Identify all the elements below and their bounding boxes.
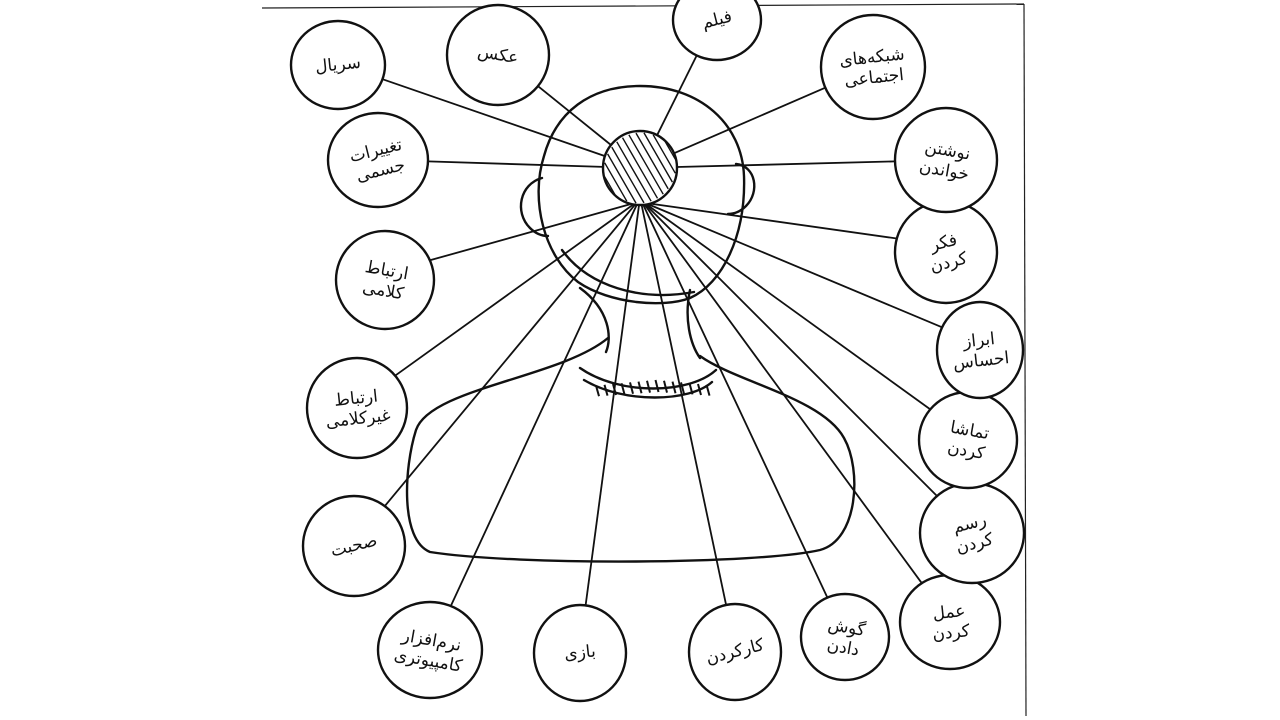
collar-hatching xyxy=(595,379,711,397)
collar-hatch-line xyxy=(705,384,711,396)
connector-body-changes xyxy=(427,160,604,168)
collar-hatch-line xyxy=(629,382,634,395)
bubble-computer: نرم‌افزارکامپیوتری xyxy=(376,600,484,700)
hub-hatch-line xyxy=(628,134,664,195)
bubble-listening: گوشدادن xyxy=(799,592,891,682)
bubble-label-thinking: فکرکردن xyxy=(923,228,970,276)
collar-hatch-line xyxy=(637,381,643,394)
bubble-read-write: نوشتنخواندن xyxy=(893,106,999,214)
right-ear xyxy=(726,162,756,216)
connector-tv-series xyxy=(382,78,606,157)
bubble-verbal: ارتباطکلامی xyxy=(334,229,436,331)
collar-hatch-line xyxy=(671,381,677,394)
bubble-work: کارکردن xyxy=(687,602,783,702)
hub-hatch-line xyxy=(604,176,616,195)
bubble-label-doing: عملکردن xyxy=(929,601,971,645)
bubble-outline-listening xyxy=(799,592,891,682)
connector-read-write xyxy=(676,160,896,168)
connector-games xyxy=(584,202,641,606)
bubble-label-social: شبکه‌هایاجتماعی xyxy=(838,44,907,91)
bubble-outline-social xyxy=(819,13,927,121)
hub-hatch-line xyxy=(652,134,676,174)
connector-computer xyxy=(449,202,639,607)
collar-band xyxy=(578,366,718,399)
bubble-movies: فیلم xyxy=(671,0,763,62)
bubble-outline-tv-series xyxy=(289,19,387,111)
bubble-doing: عملکردن xyxy=(898,573,1002,671)
hub-hatch-line xyxy=(604,162,628,202)
connector-drawing xyxy=(643,202,938,497)
collar-hatch-line xyxy=(688,382,694,395)
paper-right-edge xyxy=(1023,3,1027,717)
concept-bubbles: فیلم عکس سریال تغییراتجسمی ارتباطکلامی ارتباط… xyxy=(289,0,1026,703)
bubble-label-games: بازی xyxy=(563,641,596,664)
collar-hatch-line xyxy=(663,380,668,393)
collar-hatch-line xyxy=(646,380,651,393)
hub-hatch-line xyxy=(635,132,669,190)
bubble-outline-computer xyxy=(376,600,484,700)
bubble-outline-read-write xyxy=(893,106,999,214)
bubble-outline-nonverbal xyxy=(305,356,409,460)
collar-hatch-line xyxy=(595,385,600,397)
connector-speech xyxy=(384,202,638,507)
bubble-outline-photo xyxy=(445,3,551,107)
bubble-outline-work xyxy=(687,602,783,702)
collar-hatch-line xyxy=(654,379,660,393)
bubble-label-computer: نرم‌افزارکامپیوتری xyxy=(392,625,468,677)
bubble-outline-expressing xyxy=(935,300,1025,400)
connector-expressing xyxy=(644,202,943,329)
bubble-label-read-write: نوشتنخواندن xyxy=(918,137,974,185)
bubble-body-changes: تغییراتجسمی xyxy=(326,111,430,209)
bubble-outline-speech xyxy=(301,494,407,598)
connector-movies xyxy=(656,55,698,136)
bubble-label-verbal: ارتباطکلامی xyxy=(360,257,410,304)
bubble-label-tv-series: سریال xyxy=(314,53,362,78)
collar-hatch-line xyxy=(680,382,685,395)
paper-top-edge xyxy=(261,3,1025,9)
collar-hatch-line xyxy=(620,382,626,395)
neck-outline xyxy=(578,286,702,360)
connector-social xyxy=(673,86,826,155)
hub-hatch-line xyxy=(621,137,659,199)
connector-nonverbal xyxy=(394,202,636,377)
bubble-speech: صحبت xyxy=(301,494,407,598)
bubble-tv-series: سریال xyxy=(289,19,387,111)
connector-thinking xyxy=(645,202,897,240)
hub-hatch-line xyxy=(643,132,674,183)
bubble-outline-movies xyxy=(671,0,763,62)
torso-outline xyxy=(405,336,856,563)
connector-listening xyxy=(641,202,829,598)
hub-hatch-line xyxy=(664,141,676,160)
bubble-nonverbal: ارتباطغیرکلامی xyxy=(305,356,409,460)
person-silhouette xyxy=(405,84,856,563)
bubble-social: شبکه‌هایاجتماعی xyxy=(819,13,927,121)
bubble-watching: تماشاکردن xyxy=(917,390,1019,490)
connector-work xyxy=(640,202,727,606)
bubble-games: بازی xyxy=(532,603,628,703)
hub-hatch-line xyxy=(611,146,645,204)
bubble-outline-verbal xyxy=(334,229,436,331)
jaw-line xyxy=(560,248,696,297)
bubble-expressing: ابرازاحساس xyxy=(935,300,1025,400)
collar-hatch-line xyxy=(603,384,609,396)
hub-hatch-line xyxy=(606,153,637,204)
connector-photo xyxy=(537,85,612,146)
left-ear xyxy=(519,176,550,238)
collar-hatch-line xyxy=(697,383,702,396)
bubble-outline-body-changes xyxy=(326,111,430,209)
bubble-thinking: فکرکردن xyxy=(893,199,999,305)
bubble-label-nonverbal: ارتباطغیرکلامی xyxy=(323,385,392,432)
bubble-drawing: رسمکردن xyxy=(918,481,1026,585)
collar-hatch-line xyxy=(612,383,617,396)
bubble-outline-games xyxy=(532,603,628,703)
connector-lines xyxy=(382,55,943,607)
hub-hatch-line xyxy=(616,141,652,202)
connector-verbal xyxy=(429,202,635,262)
head-outline xyxy=(537,84,746,305)
bubble-photo: عکس xyxy=(445,3,551,107)
brain-hub-hatching xyxy=(604,132,676,204)
connector-watching xyxy=(644,202,931,411)
